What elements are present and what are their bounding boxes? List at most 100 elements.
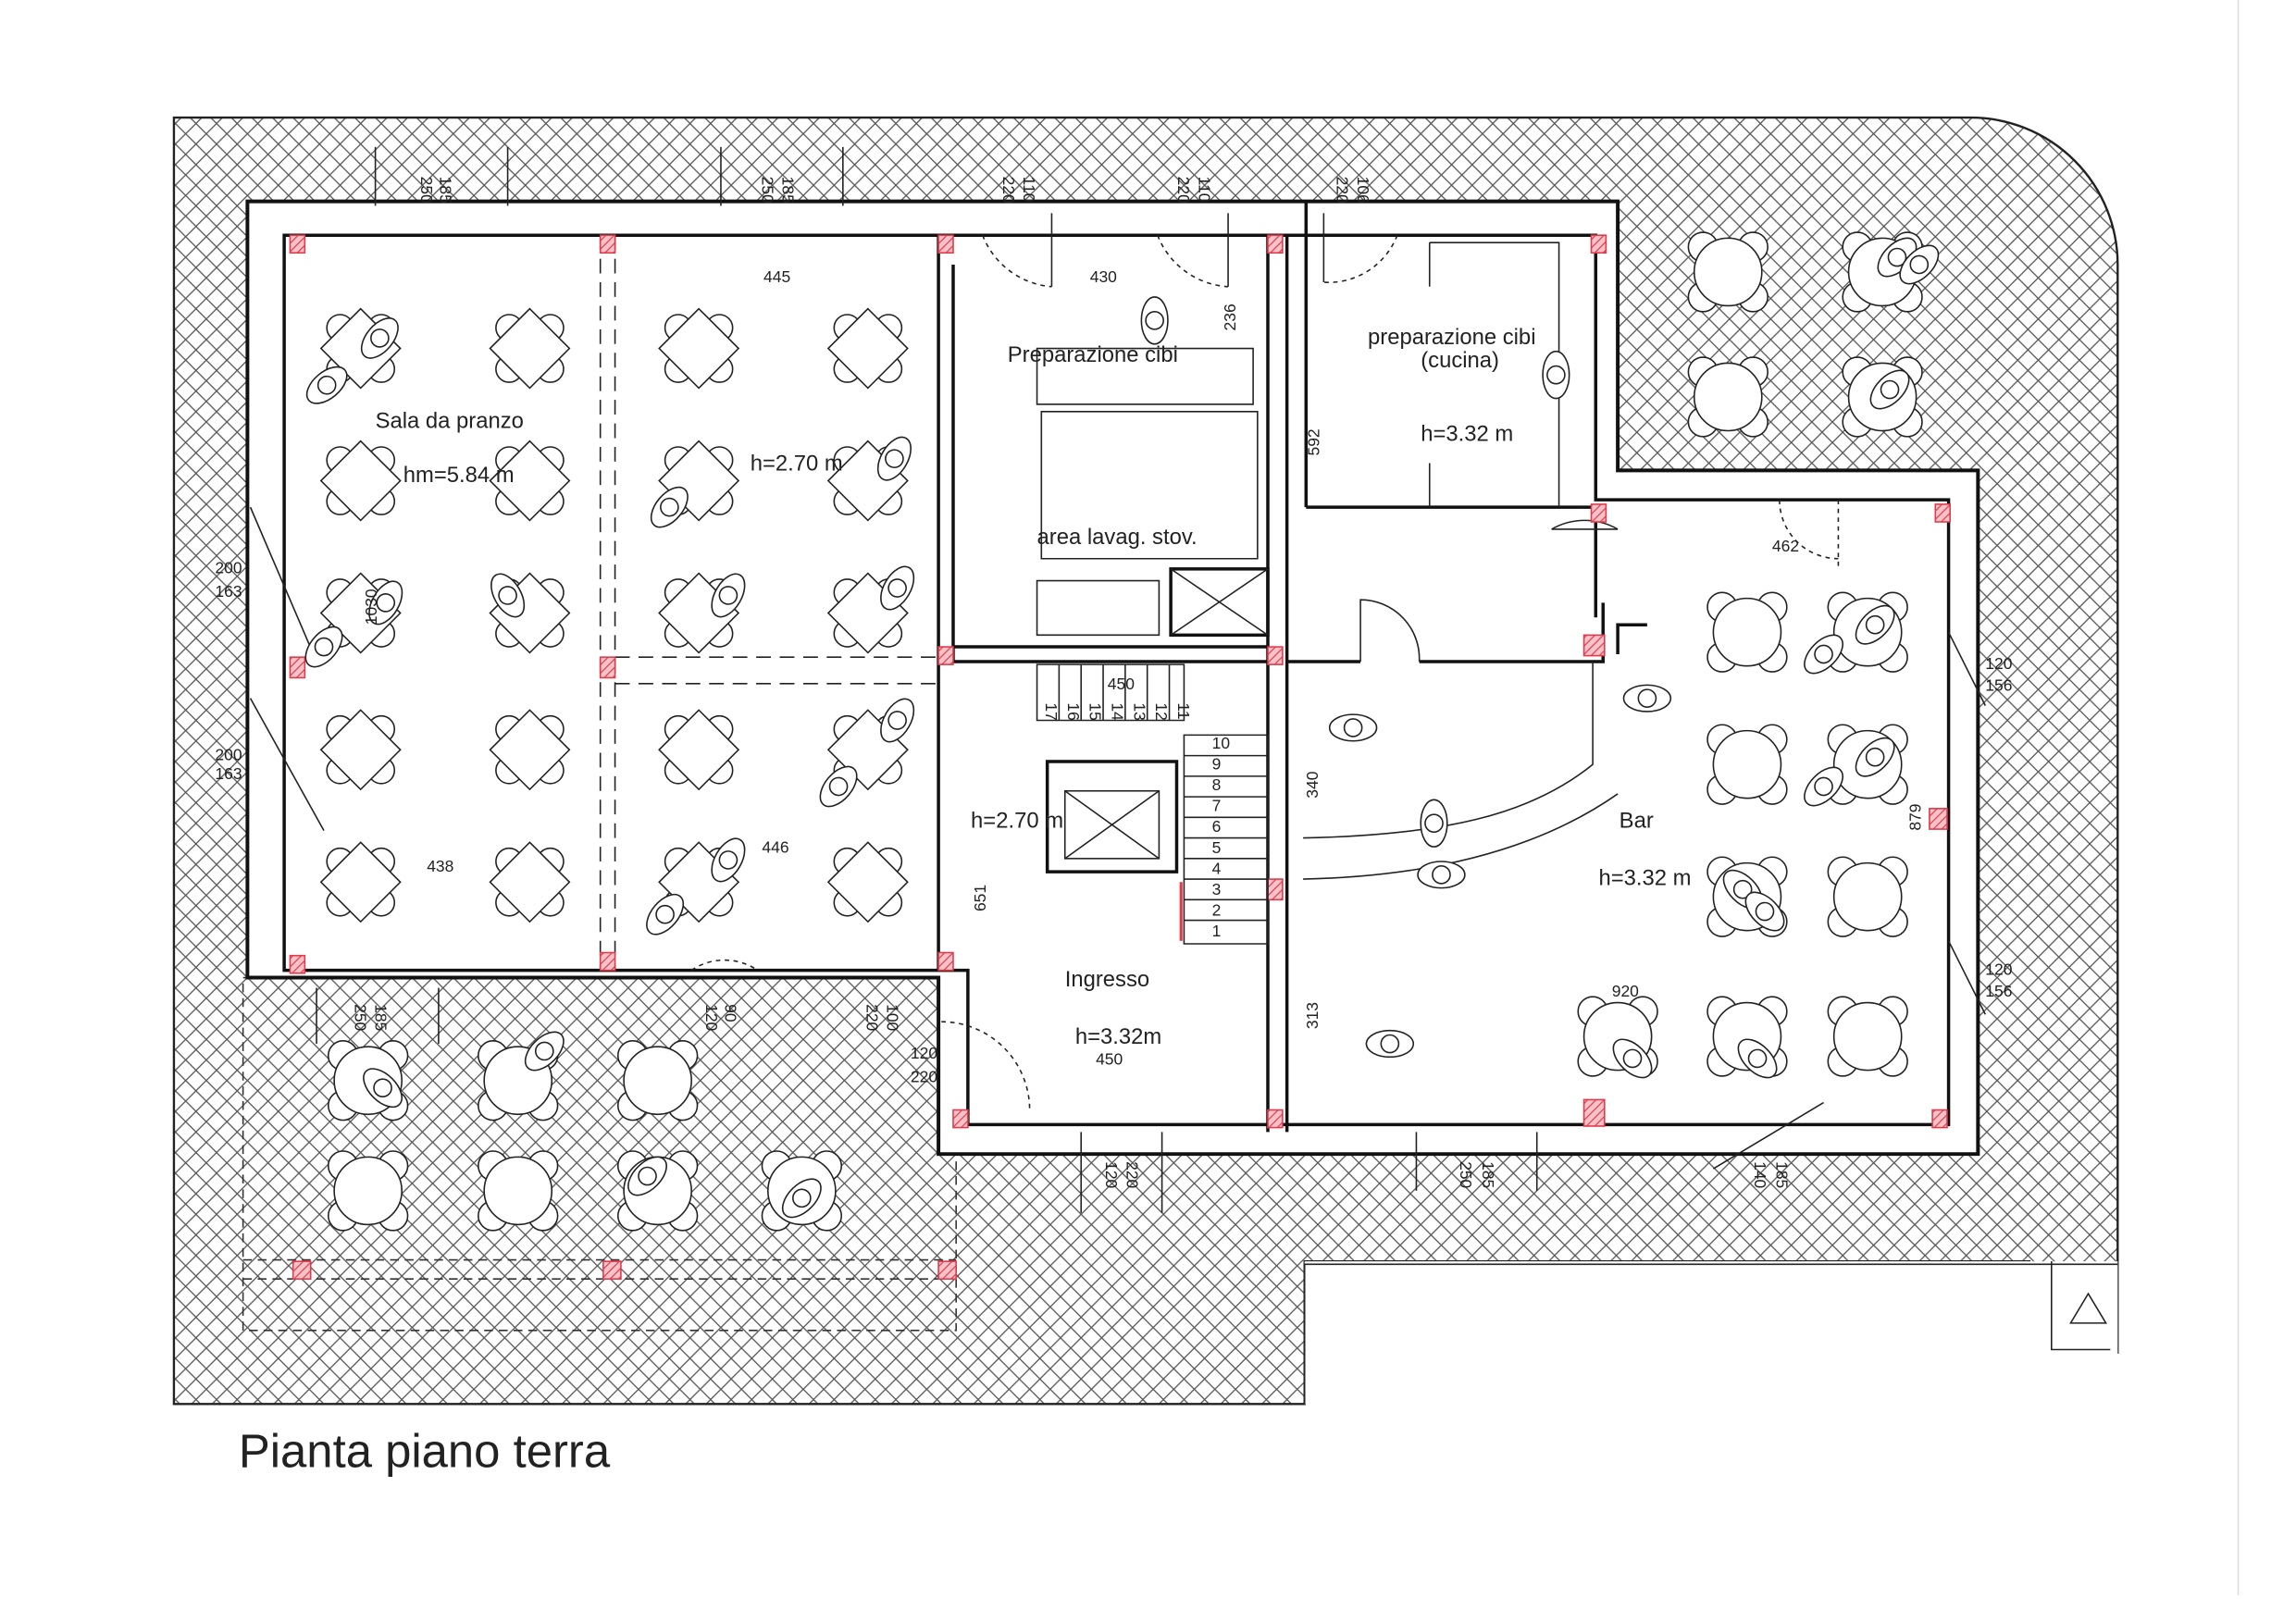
person-figure bbox=[1542, 350, 1570, 400]
height-label-cucina: h=3.32 m bbox=[1421, 422, 1513, 447]
dim-label: 156 bbox=[1985, 676, 2012, 695]
height-label-sala2: h=2.70 m bbox=[751, 451, 843, 476]
stair-step-number: 9 bbox=[1212, 755, 1222, 774]
round-table bbox=[1706, 591, 1788, 673]
room-label-cucina: preparazione cibi bbox=[1368, 325, 1535, 350]
dim-label: 185 bbox=[372, 1004, 391, 1031]
dim-label: 156 bbox=[1985, 982, 2012, 1000]
person-figure bbox=[1417, 861, 1466, 889]
structural-columns bbox=[289, 234, 1951, 1281]
dim-label: 438 bbox=[427, 857, 453, 875]
height-label-ingresso: h=3.32m bbox=[1075, 1024, 1161, 1049]
dim-label: 100 bbox=[883, 1004, 901, 1031]
room-labels: Sala da pranzo hm=5.84 m h=2.70 m Prepar… bbox=[376, 325, 1692, 1049]
dim-label: 592 bbox=[1305, 428, 1323, 455]
height-label-stair: h=2.70 m bbox=[971, 808, 1063, 833]
stair-step-number: 13 bbox=[1130, 702, 1148, 720]
room-label-cucina-sub: (cucina) bbox=[1421, 348, 1499, 373]
dim-label: 106 bbox=[1354, 177, 1372, 204]
outdoor-table bbox=[1687, 356, 1769, 438]
dim-label: 220 bbox=[911, 1067, 937, 1085]
stair-step-number: 8 bbox=[1212, 775, 1222, 794]
person-figure bbox=[1328, 713, 1378, 742]
dim-label: 450 bbox=[1108, 675, 1135, 693]
stair-step-number: 6 bbox=[1212, 817, 1222, 836]
square-table bbox=[489, 307, 571, 390]
stair-step-number: 17 bbox=[1042, 702, 1061, 720]
dim-label: 110 bbox=[1020, 177, 1038, 203]
dim-label: 446 bbox=[762, 837, 788, 856]
dim-label: 450 bbox=[1096, 1049, 1123, 1068]
dim-label: 163 bbox=[215, 764, 242, 783]
dim-label: 120 bbox=[1102, 1161, 1121, 1188]
dim-label: 313 bbox=[1303, 1002, 1322, 1029]
dim-label: 651 bbox=[971, 885, 989, 911]
stair-step-number: 10 bbox=[1212, 734, 1231, 752]
openings bbox=[249, 146, 1987, 1213]
dimension-labels: 250 185 250 185 220 110 220 110 220 106 … bbox=[215, 177, 2012, 1189]
stair-step-number: 15 bbox=[1086, 702, 1105, 720]
stair-step-number: 2 bbox=[1212, 900, 1222, 919]
round-table bbox=[1827, 996, 1908, 1077]
dim-label: 200 bbox=[215, 745, 242, 763]
square-table bbox=[658, 709, 739, 790]
dim-label: 220 bbox=[863, 1004, 881, 1031]
dim-label: 340 bbox=[1303, 771, 1322, 798]
dim-label: 430 bbox=[1090, 267, 1117, 286]
dim-label: 236 bbox=[1221, 304, 1239, 330]
dim-label: 220 bbox=[1174, 177, 1193, 204]
outdoor-table bbox=[327, 1150, 409, 1232]
outdoor-table bbox=[478, 1150, 559, 1232]
dim-label: 163 bbox=[215, 582, 242, 601]
outdoor-table bbox=[616, 1040, 699, 1121]
dim-label: 920 bbox=[1612, 982, 1639, 1000]
square-table bbox=[320, 440, 402, 522]
square-table bbox=[320, 841, 402, 923]
room-label-sala: Sala da pranzo bbox=[376, 408, 524, 433]
square-table bbox=[489, 841, 571, 923]
dim-label: 90 bbox=[722, 1004, 740, 1022]
dim-label: 120 bbox=[1985, 960, 2012, 978]
stair-step-number: 11 bbox=[1174, 702, 1193, 719]
square-table bbox=[658, 307, 739, 390]
dim-label: 250 bbox=[1457, 1161, 1475, 1188]
square-table bbox=[827, 841, 909, 923]
dim-label: 1030 bbox=[362, 588, 380, 625]
stair-step-number: 1 bbox=[1212, 922, 1222, 940]
dim-label: 185 bbox=[779, 177, 798, 204]
dim-label: 110 bbox=[1195, 177, 1213, 203]
height-label-sala: hm=5.84 m bbox=[403, 463, 515, 488]
stair-step-number: 14 bbox=[1109, 702, 1127, 721]
dim-label: 185 bbox=[1773, 1161, 1792, 1188]
dim-label: 220 bbox=[999, 177, 1018, 204]
room-label-ingresso: Ingresso bbox=[1065, 967, 1149, 992]
dim-label: 250 bbox=[758, 177, 776, 204]
person-figure bbox=[1140, 296, 1169, 345]
height-label-bar: h=3.32 m bbox=[1598, 865, 1691, 890]
person-figure bbox=[1622, 684, 1672, 712]
person-figure bbox=[1365, 1029, 1415, 1059]
stair-step-number: 16 bbox=[1064, 702, 1083, 720]
square-table bbox=[827, 307, 909, 390]
dim-label: 120 bbox=[1985, 654, 2012, 673]
dim-label: 140 bbox=[1751, 1161, 1769, 1188]
square-table bbox=[489, 709, 571, 790]
dim-label: 250 bbox=[417, 177, 436, 204]
dim-label: 462 bbox=[1772, 537, 1799, 555]
stair-step-number: 3 bbox=[1212, 880, 1222, 898]
person-figure bbox=[1420, 799, 1448, 848]
round-table bbox=[1827, 856, 1908, 937]
room-label-bar: Bar bbox=[1620, 808, 1654, 833]
dim-label: 879 bbox=[1905, 803, 1924, 830]
plan-title: Pianta piano terra bbox=[239, 1425, 611, 1478]
dim-label: 185 bbox=[437, 177, 455, 204]
dim-label: 445 bbox=[763, 267, 790, 286]
dim-label: 220 bbox=[1334, 177, 1352, 204]
round-table bbox=[1706, 724, 1788, 805]
stair-step-number: 4 bbox=[1212, 859, 1222, 877]
dim-label: 220 bbox=[1123, 1161, 1141, 1188]
room-label-preparazione: Preparazione cibi bbox=[1008, 342, 1178, 367]
dim-label: 120 bbox=[702, 1004, 721, 1031]
